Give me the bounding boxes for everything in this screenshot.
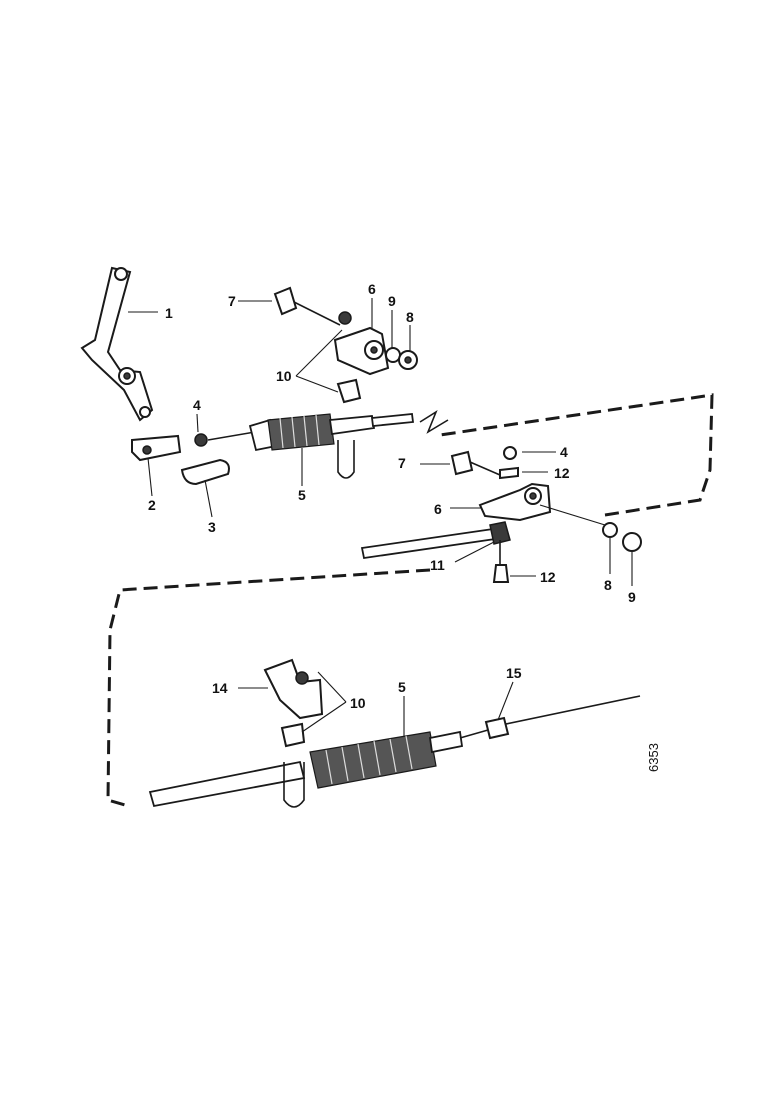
callout-8b: 8 [604, 577, 612, 593]
bolt-part-mid [450, 450, 501, 476]
callout-9b: 9 [628, 589, 636, 605]
callout-14: 14 [212, 680, 228, 696]
callout-12b: 12 [540, 569, 556, 585]
callout-7b: 7 [398, 455, 406, 471]
callout-5: 5 [298, 487, 306, 503]
callout-12a: 12 [554, 465, 570, 481]
nut-part-mid [503, 446, 517, 460]
clip-part [180, 458, 230, 486]
callout-8a: 8 [406, 309, 414, 325]
clevis-part [131, 434, 182, 462]
callout-6a: 6 [368, 281, 376, 297]
cable-bellows-upper [248, 410, 449, 452]
washer-part [385, 347, 401, 363]
bracket-part-mid [478, 482, 552, 522]
callout-7a: 7 [228, 293, 236, 309]
figure-number: 6353 [646, 743, 661, 772]
connector-part [484, 716, 510, 740]
callout-5b: 5 [398, 679, 406, 695]
leader-lines [128, 298, 633, 736]
washer-part-mid [499, 466, 519, 480]
lever-arm-part [80, 266, 154, 422]
callout-11: 11 [430, 557, 445, 573]
callout-10b: 10 [350, 695, 366, 711]
callout-6b: 6 [434, 501, 442, 517]
screw-part [492, 564, 510, 583]
u-bolt-upper [337, 440, 355, 479]
clamp-part-upper [336, 378, 362, 404]
callout-1: 1 [165, 305, 173, 321]
cable-end-lower [505, 695, 641, 725]
threaded-rod [207, 431, 256, 441]
callout-4b: 4 [560, 444, 568, 460]
bracket-part-lower [263, 658, 324, 720]
clamp-part-lower [280, 722, 306, 748]
cable-inner-lower [459, 729, 489, 739]
nut-part [194, 433, 208, 447]
callout-3: 3 [208, 519, 216, 535]
callout-10a: 10 [276, 368, 292, 384]
callout-2: 2 [148, 497, 156, 513]
washer-part-mid2 [602, 522, 618, 538]
callout-4a: 4 [193, 397, 201, 413]
bracket-part [333, 311, 390, 376]
u-bolt-lower [283, 762, 305, 808]
cable-bellows-lower [309, 730, 464, 789]
callout-9a: 9 [388, 293, 396, 309]
callout-15: 15 [506, 665, 522, 681]
bolt-part [273, 286, 341, 326]
cable-route-dashed [106, 393, 714, 807]
nut-hole [404, 356, 412, 364]
nut-part-mid2 [622, 532, 642, 552]
swivel-part [489, 521, 511, 545]
rod-lower [148, 760, 306, 808]
leader-to-washer [539, 504, 606, 526]
bolt-head-lower [295, 671, 309, 685]
rod-middle [360, 526, 504, 560]
